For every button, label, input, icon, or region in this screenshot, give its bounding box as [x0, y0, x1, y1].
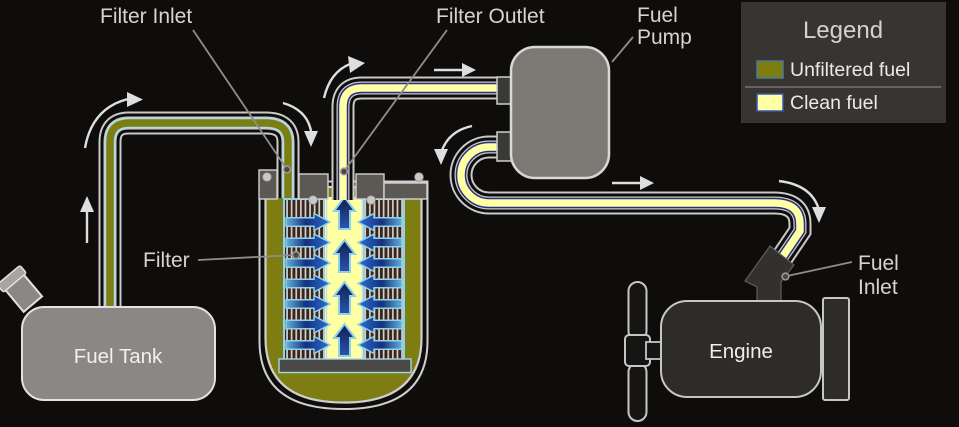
engine-flywheel-block	[822, 297, 850, 401]
legend: Legend Unfiltered fuel Clean fuel	[741, 2, 946, 123]
fuel-pump-body	[509, 45, 611, 180]
lid-bolt	[366, 195, 376, 205]
flow-arrowhead	[812, 207, 826, 223]
fuel-pump-label-line1: Fuel	[637, 4, 678, 27]
fuel-filter	[258, 180, 429, 411]
fuel-inlet-label-line1: Fuel	[858, 252, 899, 275]
legend-label-unfiltered: Unfiltered fuel	[790, 59, 910, 81]
flow-arc-filter-inlet	[282, 101, 313, 132]
fuel-inlet-label-line2: Inlet	[858, 276, 898, 299]
lid-mid-right-block	[355, 173, 385, 200]
flow-arc-tank-bend	[83, 97, 129, 149]
flow-direction-arrows	[80, 56, 826, 243]
pipe-tank-to-filter	[110, 123, 288, 314]
leader-dot	[282, 165, 292, 174]
leader-filter-inlet	[192, 29, 287, 169]
leader-filter-outlet	[344, 29, 448, 171]
legend-title: Legend	[803, 17, 883, 44]
fuel-tank: Fuel Tank	[0, 265, 216, 401]
legend-label-clean: Clean fuel	[790, 92, 878, 114]
filter-inlet-label: Filter Inlet	[100, 5, 192, 28]
flow-arrowhead	[348, 56, 365, 73]
flow-arrowhead	[462, 63, 476, 77]
filter-label: Filter	[143, 249, 190, 272]
filter-bottom-plate	[278, 358, 412, 374]
leader-dot	[339, 167, 349, 176]
tank-filler-cap	[0, 265, 27, 293]
leader-dot	[291, 250, 301, 260]
flow-arrowhead	[80, 196, 94, 212]
lid-right-step	[383, 182, 428, 200]
flow-arc-engine-bend	[778, 179, 821, 211]
lid-bolt	[414, 172, 424, 182]
lid-bolt	[262, 172, 272, 182]
legend-swatch-unfiltered	[756, 60, 784, 79]
callouts: Filter Inlet Filter Outlet Fuel Pump Fil…	[100, 4, 899, 299]
leader-fuel-pump	[611, 36, 634, 63]
lid-bolt	[308, 195, 318, 205]
engine-fan-blade-bottom	[627, 362, 648, 422]
fuel-tank-label: Fuel Tank	[74, 345, 163, 368]
filter-outlet-label: Filter Outlet	[436, 5, 545, 28]
engine: Engine	[624, 245, 850, 422]
fuel-pump-label-line2: Pump	[637, 26, 692, 49]
flow-arrowhead	[127, 92, 143, 107]
flow-arrowhead	[434, 149, 448, 165]
engine-label: Engine	[709, 340, 773, 363]
legend-swatch-clean	[756, 93, 784, 112]
leader-filter	[197, 254, 296, 261]
flow-arrowhead	[640, 176, 654, 190]
leader-fuel-inlet	[786, 261, 853, 277]
filter-lid	[258, 169, 428, 205]
filter-casing-outer	[258, 180, 429, 411]
engine-fuel-inlet-duct	[744, 245, 795, 303]
flow-arrowhead	[304, 131, 318, 147]
engine-fan-blade-top	[627, 281, 648, 341]
flow-arc-filter-outlet	[322, 62, 351, 99]
leader-dot	[781, 272, 790, 281]
fuel-tank-body	[21, 306, 216, 401]
fuel-pump	[496, 45, 611, 180]
engine-body	[660, 300, 822, 398]
